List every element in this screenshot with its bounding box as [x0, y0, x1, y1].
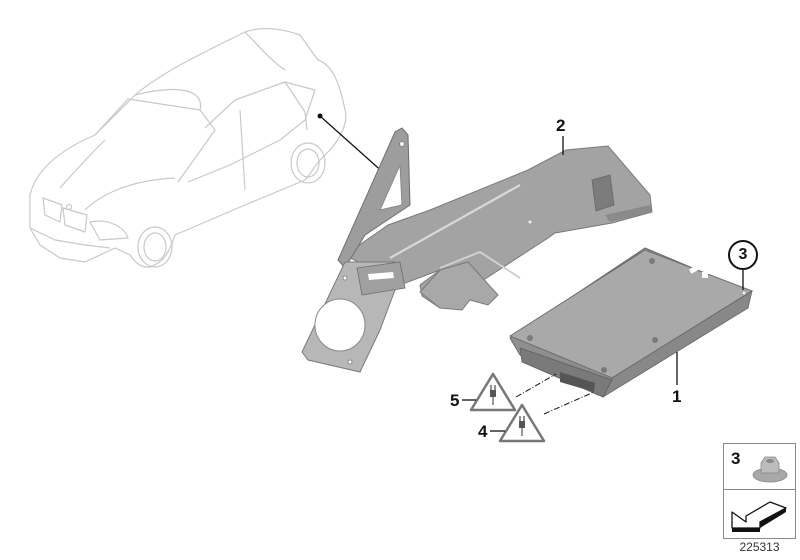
control-unit-part[interactable]: [508, 247, 754, 399]
legend-part-number: 3: [731, 449, 741, 468]
diagram-image-id: 225313: [739, 540, 780, 554]
callout-4-label[interactable]: 4: [478, 422, 488, 441]
legend-direction-box[interactable]: [723, 489, 796, 539]
vehicle-outline-icon: [29, 27, 347, 268]
arrow-direction-icon: [731, 501, 787, 532]
callout-5-label[interactable]: 5: [450, 391, 460, 410]
holder-bracket-part[interactable]: [301, 127, 653, 373]
legend-nut-box[interactable]: 3: [723, 443, 796, 491]
connector-4-leader: [543, 391, 595, 415]
location-leader-line: [319, 115, 387, 176]
hex-collar-nut-icon: [752, 456, 788, 483]
callout-3-circled-label[interactable]: 3: [728, 240, 758, 270]
connector-5-leader: [515, 373, 557, 398]
callout-1-label[interactable]: 1: [672, 387, 682, 406]
plug-warning-icon-4: [490, 403, 546, 443]
callout-2-label[interactable]: 2: [556, 116, 566, 135]
plug-warning-icon-5: [462, 372, 517, 412]
